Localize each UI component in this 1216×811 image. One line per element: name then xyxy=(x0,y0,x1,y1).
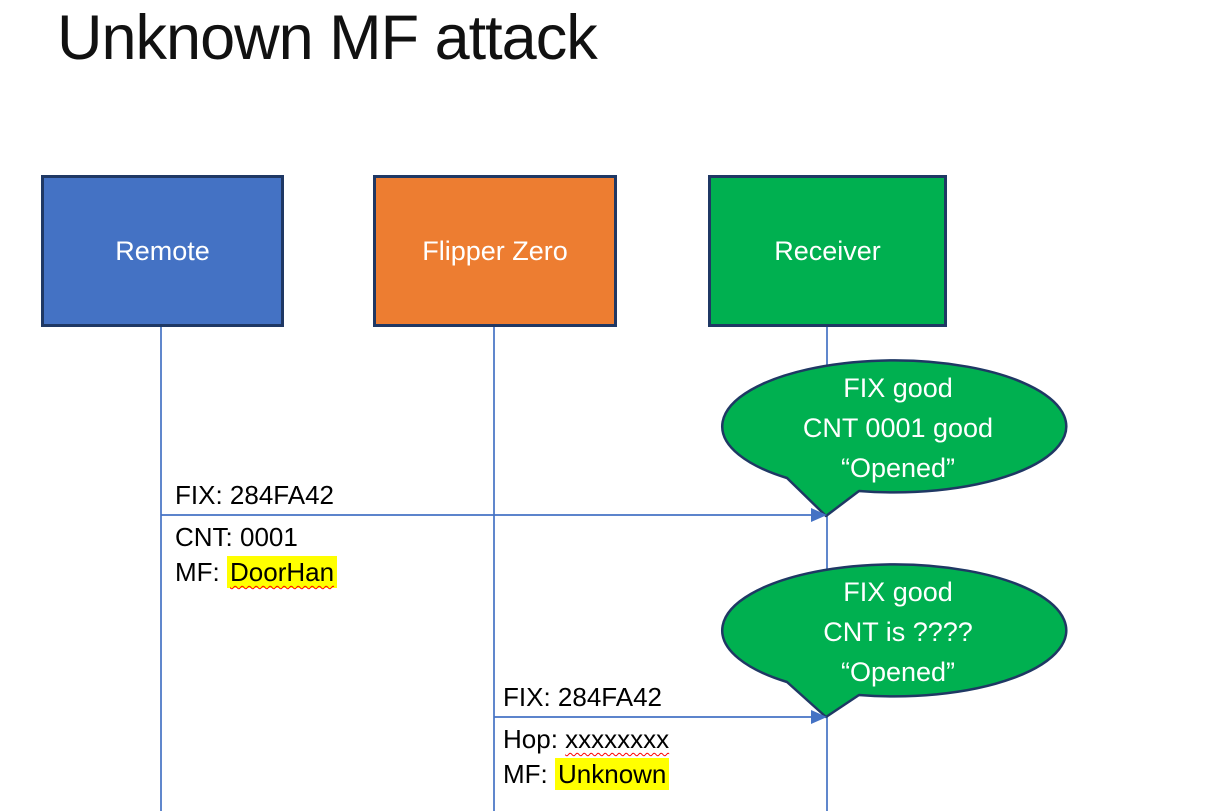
actor-label-remote: Remote xyxy=(115,235,210,266)
message-arrow-1-head xyxy=(811,508,827,522)
message1-mf-value-highlighted: DoorHan xyxy=(227,556,338,588)
message2-hop-value: xxxxxxxx xyxy=(565,724,670,754)
bubble1-line1: FIX good xyxy=(843,373,953,403)
speech-bubble-2-text: FIX good CNT is ???? “Opened” xyxy=(726,572,1070,692)
speech-bubble-1 xyxy=(721,359,1068,518)
actor-box-flipper-zero: Flipper Zero xyxy=(373,175,617,327)
message2-label-mf: MF: Unknown xyxy=(503,758,670,790)
message2-mf-prefix: MF: xyxy=(503,759,555,789)
bubble1-line3: “Opened” xyxy=(840,453,956,483)
message-arrow-2-head xyxy=(811,710,827,724)
actor-label-receiver: Receiver xyxy=(774,235,881,266)
speech-bubble-2 xyxy=(721,563,1068,719)
speech-bubble-1-text: FIX good CNT 0001 good “Opened” xyxy=(726,368,1070,488)
message2-hop-prefix: Hop: xyxy=(503,724,566,754)
bubble2-line2: CNT is ???? xyxy=(823,617,973,647)
actor-box-receiver: Receiver xyxy=(708,175,947,327)
message1-label-fix: FIX: 284FA42 xyxy=(175,480,334,510)
message2-mf-value-highlighted: Unknown xyxy=(555,758,670,790)
message1-label-cnt: CNT: 0001 xyxy=(175,522,298,552)
bubble2-line3: “Opened” xyxy=(840,657,956,687)
message2-label-hop: Hop: xxxxxxxx xyxy=(503,724,669,754)
actor-label-flipper-zero: Flipper Zero xyxy=(422,235,568,266)
message1-mf-prefix: MF: xyxy=(175,557,227,587)
bubble1-line2: CNT 0001 good xyxy=(802,413,994,443)
page-title: Unknown MF attack xyxy=(57,3,598,73)
message2-label-fix: FIX: 284FA42 xyxy=(503,682,662,712)
bubble2-line1: FIX good xyxy=(843,577,953,607)
message1-label-mf: MF: DoorHan xyxy=(175,556,338,588)
actor-box-remote: Remote xyxy=(41,175,284,327)
